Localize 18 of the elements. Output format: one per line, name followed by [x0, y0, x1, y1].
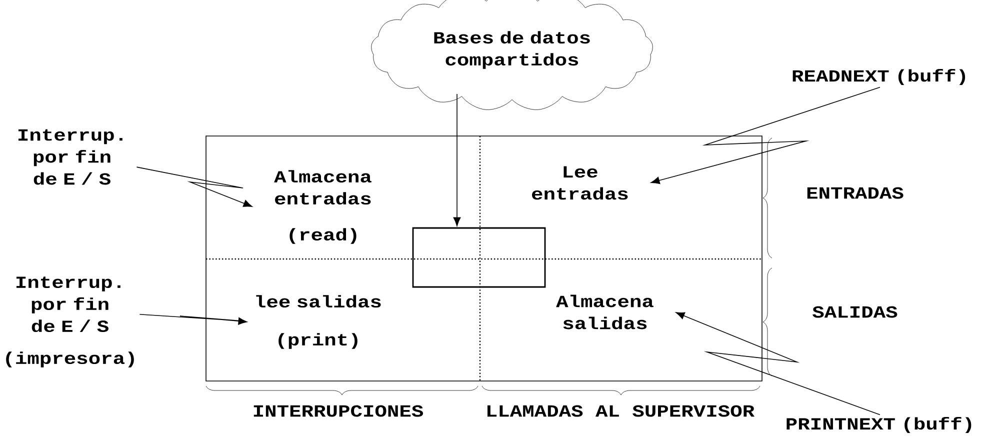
- callout-text: READNEXT (buff): [792, 68, 966, 86]
- callout-text: Interrup. por fin de E / S: [18, 129, 122, 185]
- center-box: [412, 227, 546, 288]
- quadrant-text: Almacena entradas (read): [274, 170, 372, 244]
- outer-box: [206, 136, 762, 382]
- brace-label: ENTRADAS: [807, 187, 904, 199]
- arrow: [650, 86, 880, 184]
- brace-label: INTERRUPCIONES: [254, 405, 424, 417]
- quadrant-text: Almacena salidas: [556, 294, 654, 330]
- arrow: [136, 166, 252, 207]
- quadrant-text: Lee entradas: [532, 166, 628, 200]
- arrow: [139, 314, 248, 325]
- callout-text: Interrup. por fin de E / S (impresora): [6, 276, 134, 368]
- callout-text: PRINTNEXT (buff): [786, 416, 972, 434]
- quadrant-text: lee salidas (print): [256, 295, 381, 349]
- brace-label: SALIDAS: [812, 306, 898, 318]
- brace-label: LLAMADAS AL SUPERVISOR: [487, 405, 755, 417]
- arrow: [676, 312, 880, 416]
